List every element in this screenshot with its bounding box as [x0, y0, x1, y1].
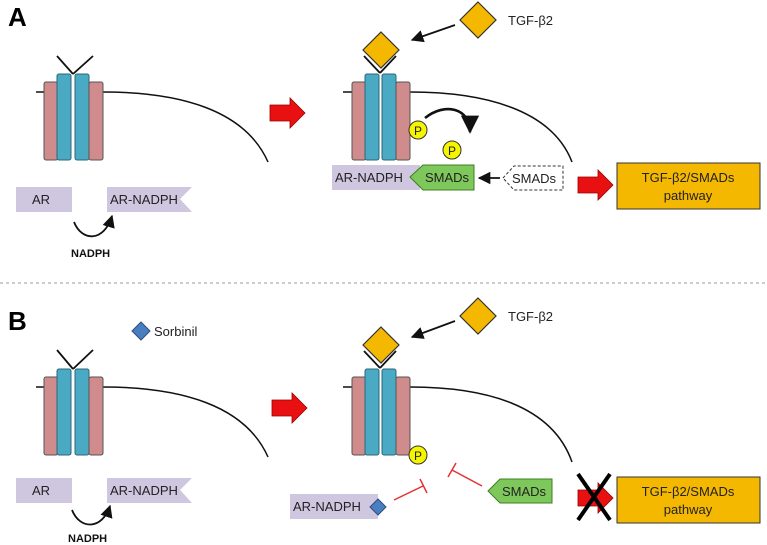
panel-b-letter: B [8, 306, 27, 336]
nadph-label-a: NADPH [71, 248, 110, 260]
phosphate-label-a1: P [414, 124, 422, 138]
bound-ar-nadph-box [290, 494, 378, 519]
membrane-a2 [409, 91, 573, 163]
receptor-active-a: P P [343, 31, 573, 163]
sorbinil-icon [131, 321, 151, 341]
ar-label-b: AR [32, 483, 50, 498]
activation-arrow-b [271, 392, 308, 424]
receptor-inactive-b [36, 349, 269, 458]
pathway-box-b [616, 476, 761, 524]
activation-arrow-a [269, 97, 306, 129]
phosphate-a2 [442, 140, 462, 160]
membrane-b1 [102, 386, 269, 458]
panel-b: B Sorbinil AR AR-NADPH NADPH TGF-β2 [8, 297, 761, 545]
pathway-line2-a: pathway [664, 188, 713, 203]
ar-conversion-a: AR AR-NADPH NADPH [16, 187, 192, 260]
tgfb2-label-b: TGF-β2 [508, 309, 553, 324]
nadph-label-b: NADPH [68, 533, 107, 545]
smads-box-b [487, 478, 553, 504]
bound-ligand-a [362, 31, 400, 69]
ar-box-a [16, 187, 72, 212]
ar-conversion-b: AR AR-NADPH NADPH [16, 478, 192, 545]
ar-nadph-box-b [107, 478, 192, 503]
tgfb2-ligand-a [459, 1, 497, 39]
phosphate-b [408, 445, 428, 465]
panel-a-letter: A [8, 2, 27, 32]
smads-label-b: SMADs [502, 484, 547, 499]
complex-ar-nadph-label-a: AR-NADPH [335, 170, 403, 185]
bound-ligand-b [362, 326, 400, 364]
sorbinil-label: Sorbinil [154, 324, 197, 339]
pathway-line1-a: TGF-β2/SMADs [642, 170, 735, 185]
pathway-box-a [616, 162, 761, 210]
inhibition-line-2 [393, 485, 424, 501]
free-smads-label-a: SMADs [512, 171, 557, 186]
phosphate-label-a2: P [448, 144, 456, 158]
ar-box-b [16, 478, 72, 503]
pathway-line1-b: TGF-β2/SMADs [642, 484, 735, 499]
phosphate-a1 [408, 120, 428, 140]
phosphate-label-b: P [414, 449, 422, 463]
ar-smad-complex-a: AR-NADPH SMADs [332, 164, 475, 191]
ar-nadph-label-a: AR-NADPH [110, 192, 178, 207]
tgfb2-label-a: TGF-β2 [508, 13, 553, 28]
receptor-active-b: P [343, 326, 573, 465]
bound-ar-nadph-label: AR-NADPH [293, 499, 361, 514]
ar-label-a: AR [32, 192, 50, 207]
inhibition-line-1 [451, 469, 483, 487]
complex-ar-nadph-box-a [332, 165, 420, 190]
bound-sorbinil-icon [369, 498, 387, 516]
complex-smads-box-a [409, 164, 475, 191]
pathway-line2-b: pathway [664, 502, 713, 517]
complex-smads-label-a: SMADs [425, 170, 470, 185]
membrane-b2 [409, 386, 573, 463]
free-smads-box-a [502, 165, 564, 191]
membrane-a1 [102, 91, 269, 163]
receptor-inactive-a [36, 55, 269, 163]
ar-nadph-label-b: AR-NADPH [110, 483, 178, 498]
activation-arrow-a2 [577, 169, 614, 201]
panel-a: A AR AR-NADPH NADPH TGF-β2 [8, 1, 761, 260]
ar-nadph-box-a [107, 187, 192, 212]
tgfb2-ligand-b [459, 297, 497, 335]
